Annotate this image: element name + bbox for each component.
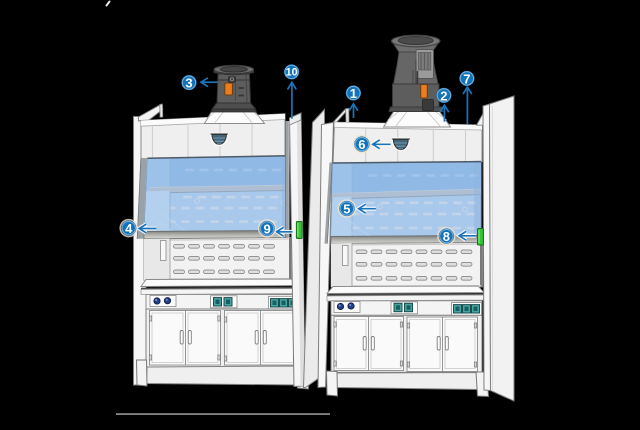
svg-text:10: 10 — [286, 66, 298, 78]
svg-text:7: 7 — [463, 71, 470, 86]
svg-text:4: 4 — [125, 221, 133, 236]
svg-text:2: 2 — [440, 88, 447, 103]
svg-text:1: 1 — [350, 86, 357, 101]
svg-text:9: 9 — [263, 221, 270, 236]
svg-text:6: 6 — [358, 137, 365, 152]
svg-text:8: 8 — [443, 229, 450, 244]
svg-text:5: 5 — [343, 201, 350, 216]
svg-text:3: 3 — [185, 76, 192, 91]
